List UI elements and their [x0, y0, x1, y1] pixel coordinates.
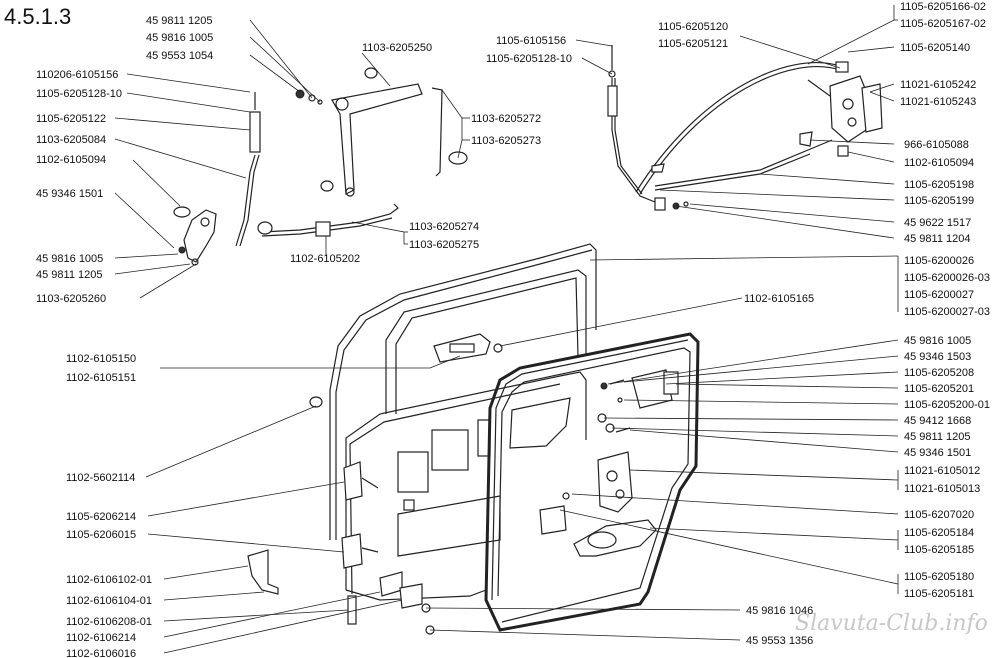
label-1105-6207020: 1105-6207020	[904, 509, 974, 521]
label-1105-6200026-03: 1105-6200026-03	[904, 272, 990, 284]
upper-door-lock-assembly	[607, 45, 883, 211]
label-11021-6105013: 11021-6105013	[904, 483, 980, 495]
label-1102-6106208-01: 1102-6106208-01	[66, 616, 152, 628]
label-1103-6205272: 1103-6205272	[471, 113, 541, 125]
label-45-9346-1503: 45 9346 1503	[904, 351, 971, 363]
label-1105-6205122: 1105-6205122	[36, 113, 106, 125]
label-1102-6105094-b: 1102-6105094	[904, 157, 974, 169]
label-1105-6206214: 1105-6206214	[66, 511, 136, 523]
label-45-9816-1005-b: 45 9816 1005	[36, 253, 103, 265]
label-1105-6205198: 1105-6205198	[904, 179, 974, 191]
label-1103-6205084: 1103-6205084	[36, 134, 106, 146]
label-1105-6205167-02: 1105-6205167-02	[900, 18, 986, 30]
label-1102-6106214: 1102-6106214	[66, 632, 136, 644]
label-45-9553-1356: 45 9553 1356	[746, 635, 813, 647]
label-1105-6205184: 1105-6205184	[904, 527, 974, 539]
label-1102-6106104-01: 1102-6106104-01	[66, 595, 152, 607]
label-45-9412-1668: 45 9412 1668	[904, 415, 971, 427]
label-1105-6205120: 1105-6205120	[658, 21, 728, 33]
label-1105-6200027-03: 1105-6200027-03	[904, 306, 990, 318]
label-45-9816-1046: 45 9816 1046	[746, 605, 813, 617]
label-11021-6105243: 11021-6105243	[900, 96, 976, 108]
label-1105-6200026: 1105-6200026	[904, 255, 974, 267]
label-45-9622-1517: 45 9622 1517	[904, 217, 971, 229]
label-1102-6105151: 1102-6105151	[66, 372, 136, 384]
label-1105-6205201: 1105-6205201	[904, 383, 974, 395]
label-45-9811-1204: 45 9811 1204	[904, 233, 970, 245]
label-1103-6205250: 1103-6205250	[362, 42, 432, 54]
label-1102-6105150: 1102-6105150	[66, 353, 136, 365]
label-45-9816-1005: 45 9816 1005	[146, 32, 213, 44]
upper-lock-rod-assembly	[173, 67, 468, 266]
label-11021-6105012: 11021-6105012	[904, 465, 980, 477]
label-45-9346-1501-b: 45 9346 1501	[904, 447, 971, 459]
label-1103-6205275: 1103-6205275	[409, 239, 479, 251]
part-number-labels: 45 9811 1205 45 9816 1005 45 9553 1054 1…	[36, 1, 990, 658]
label-1105-6205140: 1105-6205140	[900, 42, 970, 54]
label-110206-6105156: 110206-6105156	[36, 69, 118, 81]
label-1105-6205185: 1105-6205185	[904, 544, 974, 556]
label-1105-6205181: 1105-6205181	[904, 588, 974, 600]
label-1105-6205166-02: 1105-6205166-02	[900, 1, 986, 13]
label-45-9811-1205-b: 45 9811 1205	[36, 269, 102, 281]
label-1105-6200027: 1105-6200027	[904, 289, 974, 301]
section-number: 4.5.1.3	[4, 4, 71, 29]
label-1105-6205208: 1105-6205208	[904, 367, 974, 379]
label-45-9553-1054: 45 9553 1054	[146, 50, 213, 62]
label-1102-6105165: 1102-6105165	[744, 293, 814, 305]
label-1105-6205128-10-b: 1105-6205128-10	[486, 53, 572, 65]
label-966-6105088: 966-6105088	[904, 139, 969, 151]
label-1105-6205121: 1105-6205121	[658, 38, 728, 50]
leader-lines	[114, 5, 899, 654]
label-1105-6105156: 1105-6105156	[496, 35, 566, 47]
label-1103-6205273: 1103-6205273	[471, 135, 541, 147]
label-11021-6105242: 11021-6105242	[900, 79, 976, 91]
door-seal	[484, 332, 700, 632]
label-1105-6206015: 1105-6206015	[66, 529, 136, 541]
watermark: Slavuta-Club.info	[795, 611, 988, 636]
label-1105-6205128-10: 1105-6205128-10	[36, 88, 122, 100]
label-1102-5602114: 1102-5602114	[66, 472, 135, 484]
label-1103-6205260: 1103-6205260	[36, 293, 106, 305]
label-1103-6205274: 1103-6205274	[409, 221, 479, 233]
label-1105-6205199: 1105-6205199	[904, 195, 974, 207]
label-1102-6106016: 1102-6106016	[66, 648, 136, 658]
label-1102-6105094: 1102-6105094	[36, 154, 106, 166]
door-panel-mesh-openings	[397, 397, 571, 557]
rear-door-frame	[247, 243, 597, 635]
label-1102-6106102-01: 1102-6106102-01	[66, 574, 152, 586]
label-45-9811-1205-c: 45 9811 1205	[904, 431, 970, 443]
label-45-9346-1501: 45 9346 1501	[36, 188, 103, 200]
label-1102-6105202: 1102-6105202	[290, 253, 360, 265]
label-1105-6205200-01: 1105-6205200-01	[904, 399, 990, 411]
label-45-9811-1205: 45 9811 1205	[146, 15, 212, 27]
label-1105-6205180: 1105-6205180	[904, 571, 974, 583]
label-45-9816-1005-c: 45 9816 1005	[904, 335, 971, 347]
